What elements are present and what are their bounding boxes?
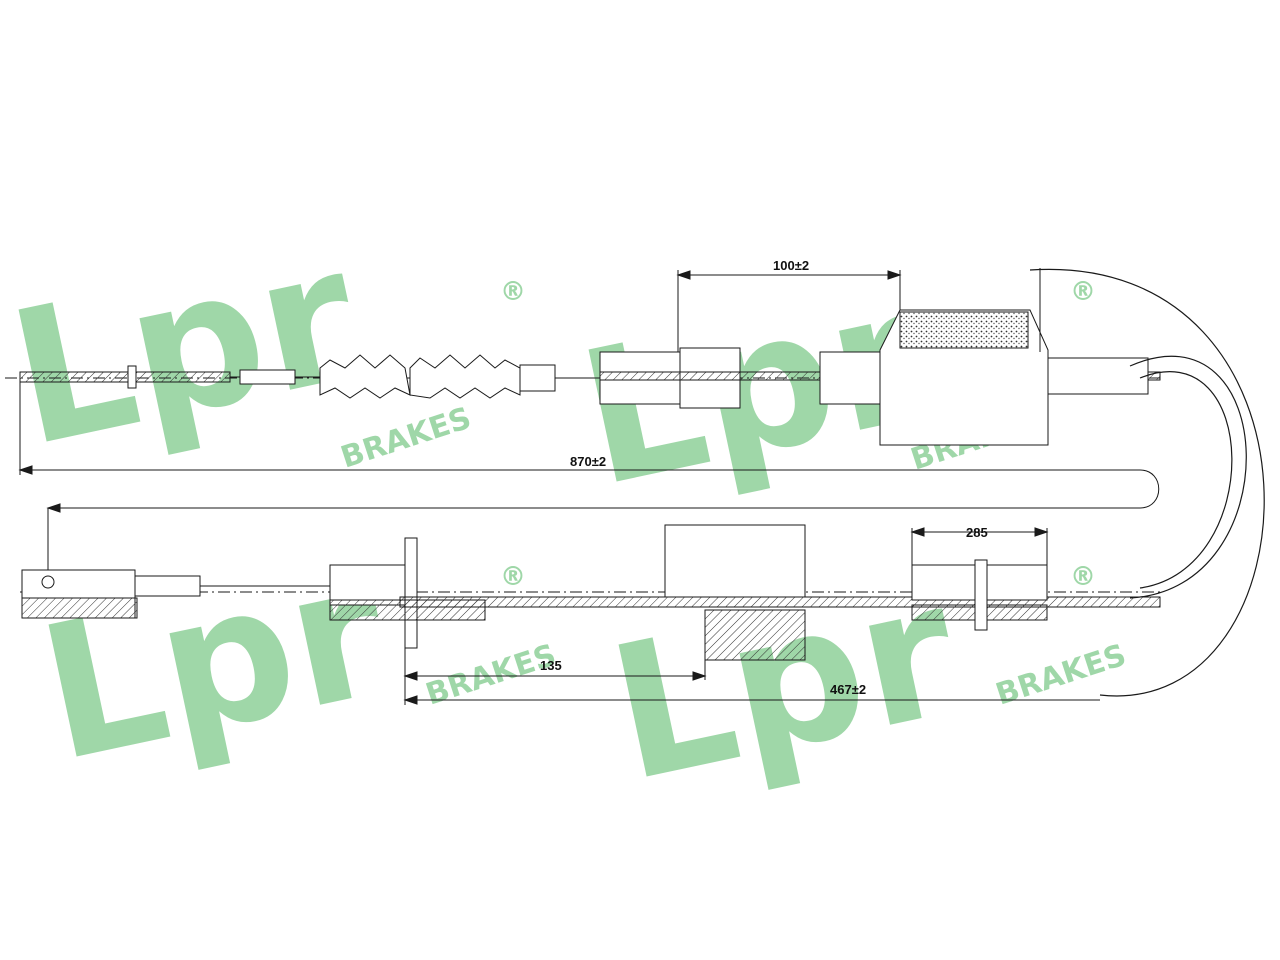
bend-inner [1139,371,1233,589]
bend-outer [1129,355,1247,599]
boot-collar [519,364,556,392]
dimension-outer-length [403,695,1100,705]
watermark-logo-left-bottom: Lpr BRAKES ® [24,521,560,803]
watermark-brand-text: BRAKES [422,638,561,713]
dimension-label-total: 870±2 [570,454,606,469]
grommet-section [704,609,806,661]
watermark-registered-mark: ® [500,562,526,592]
dimension-end-fitting [910,527,1049,537]
watermark-registered-mark: ® [500,277,526,307]
watermark-logo-text: Lpr [24,521,403,803]
watermark-logo-text: Lpr [0,206,373,488]
clevis-pin-hole [41,575,55,589]
clevis-section [21,597,138,619]
lock-nut [127,365,137,389]
housing-tail [1047,357,1149,395]
cable-u-bend [1029,268,1265,697]
dimension-label-outer-length: 467±2 [830,682,866,697]
dimension-total-length [18,465,1160,513]
fitting-body [329,564,406,606]
wire-ferrule [239,369,296,385]
clevis-rod [134,575,201,597]
lower-cable-assembly [19,270,1161,705]
dimension-label-end-fitting: 285 [966,525,988,540]
damper-insert [899,311,1029,349]
dimension-label-boot-offset: 135 [540,658,562,673]
end-fitting-collar [974,559,988,631]
watermark-brand-text: BRAKES [992,638,1131,713]
watermark-registered-mark: ® [1070,277,1096,307]
bend-envelope [1029,268,1265,697]
upper-cable-assembly [5,268,1161,446]
dimension-label-sleeve: 100±2 [773,258,809,273]
fitting-flange [404,537,418,649]
dimension-boot-offset [403,671,707,681]
threaded-rod-end [19,371,231,383]
watermark-logo-left-top: Lpr BRAKES ® [0,206,526,488]
dimension-sleeve-length [676,270,902,280]
watermark-registered-mark: ® [1070,562,1096,592]
rubber-boot-right [409,354,521,399]
grommet-top [664,524,806,598]
